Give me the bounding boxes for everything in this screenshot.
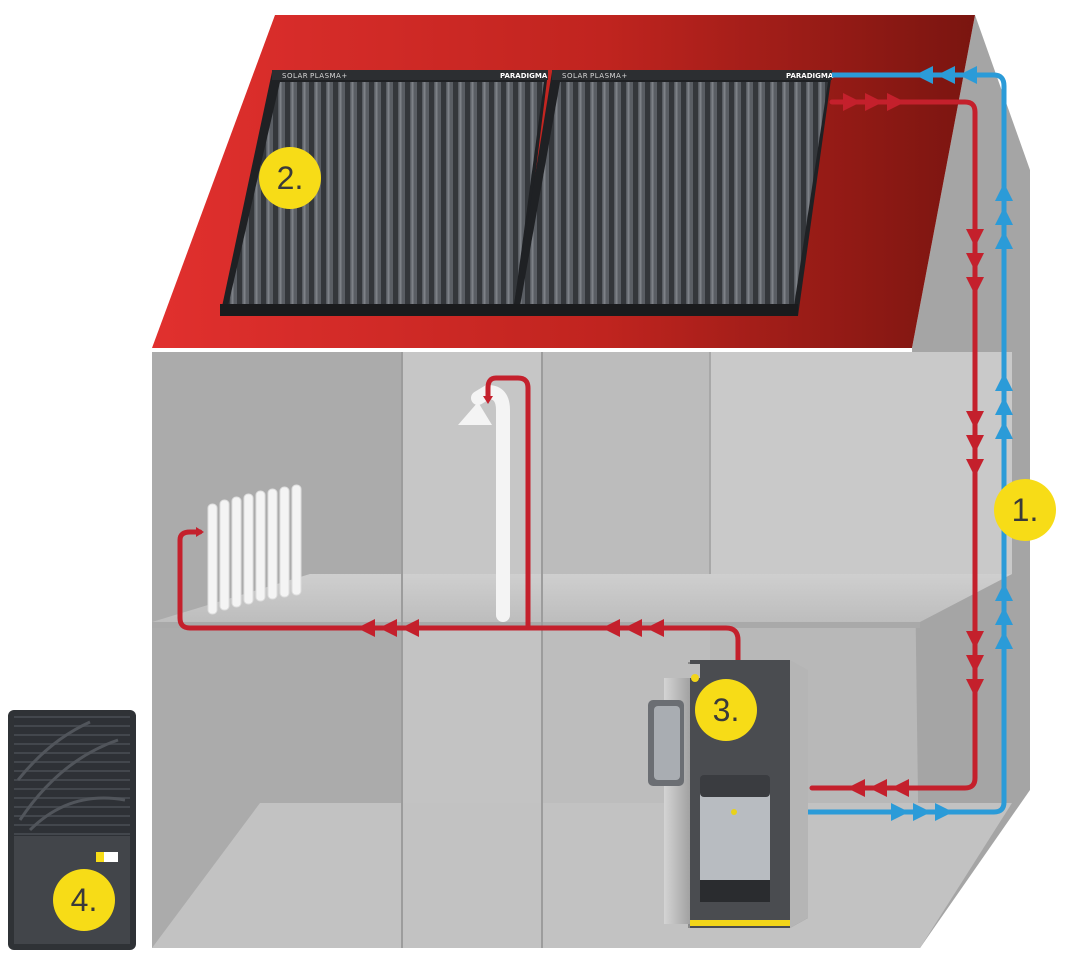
lower-mid-room — [402, 628, 542, 803]
flow-arrow-icon — [379, 619, 397, 637]
flow-arrow-icon — [995, 183, 1013, 201]
flow-arrow-icon — [995, 207, 1013, 225]
badge-4: 4. — [53, 869, 115, 931]
flow-arrow-icon — [624, 619, 642, 637]
flow-arrow-icon — [966, 679, 984, 697]
flow-arrow-icon — [913, 803, 931, 821]
upper-floor-edge — [152, 622, 920, 628]
flow-arrow-icon — [869, 779, 887, 797]
flow-arrow-icon — [915, 66, 933, 84]
ground-floor — [152, 803, 1012, 948]
flow-arrow-icon — [646, 619, 664, 637]
flow-arrow-icon — [843, 93, 861, 111]
flow-arrow-icon — [966, 253, 984, 271]
collector-brand: SOLAR — [562, 72, 588, 80]
flow-arrow-icon — [995, 421, 1013, 439]
upper-floor — [152, 574, 1012, 622]
flow-arrow-icon — [995, 397, 1013, 415]
flow-arrow-icon — [401, 619, 419, 637]
flow-arrow-icon — [966, 655, 984, 673]
flow-arrow-icon — [887, 93, 905, 111]
badge-3: 3. — [695, 679, 757, 741]
tank-front-panel — [700, 775, 770, 895]
tank-to-collector-pipe — [806, 72, 1007, 815]
cold-water-pipes — [806, 72, 1007, 815]
flow-arrow-icon — [865, 93, 883, 111]
flow-arrow-icon — [483, 396, 493, 404]
flow-arrow-icon — [357, 619, 375, 637]
flow-arrow-icon — [966, 435, 984, 453]
collector-model: PLASMA+ — [310, 72, 348, 80]
badge-2: 2. — [259, 147, 321, 209]
collector-model: PLASMA+ — [590, 72, 628, 80]
badge-1: 1. — [994, 479, 1056, 541]
collector-maker: PARADIGMA — [786, 72, 834, 80]
flow-arrow-icon — [966, 459, 984, 477]
shower-supply-pipe — [485, 375, 531, 631]
flow-arrow-icon — [966, 631, 984, 649]
flow-arrow-icon — [196, 527, 204, 537]
tank-base-strip — [690, 920, 790, 926]
flow-arrow-icon — [847, 779, 865, 797]
svg-text:4.: 4. — [71, 882, 98, 918]
collector-panel-left: SOLAR PLASMA+ PARADIGMA — [220, 70, 548, 316]
svg-text:2.: 2. — [277, 160, 304, 196]
collector-panel-right: SOLAR PLASMA+ PARADIGMA — [512, 70, 834, 316]
flow-arrow-icon — [935, 803, 953, 821]
flow-arrow-icon — [966, 277, 984, 295]
upper-mid-room — [402, 352, 542, 574]
flow-arrow-icon — [959, 66, 977, 84]
svg-text:3.: 3. — [713, 692, 740, 728]
flow-arrow-icon — [995, 583, 1013, 601]
solar-collectors: SOLAR PLASMA+ PARADIGMA SOLAR PLASMA+ PA… — [220, 70, 834, 316]
flow-arrow-icon — [891, 803, 909, 821]
flow-arrow-icon — [937, 66, 955, 84]
flow-arrow-icon — [995, 631, 1013, 649]
flow-arrow-icon — [995, 373, 1013, 391]
flow-arrow-icon — [995, 607, 1013, 625]
collector-maker: PARADIGMA — [500, 72, 548, 80]
flow-arrow-icon — [966, 411, 984, 429]
flow-arrow-icon — [995, 231, 1013, 249]
collector-brand: SOLAR — [282, 72, 308, 80]
upper-far-room — [710, 352, 1012, 574]
flow-arrows — [357, 66, 1013, 821]
svg-text:1.: 1. — [1012, 492, 1039, 528]
flow-arrow-icon — [602, 619, 620, 637]
flow-arrow-icon — [966, 229, 984, 247]
radiator-icon — [207, 484, 302, 615]
flow-arrow-icon — [891, 779, 909, 797]
heating-supply-pipe — [177, 529, 741, 663]
